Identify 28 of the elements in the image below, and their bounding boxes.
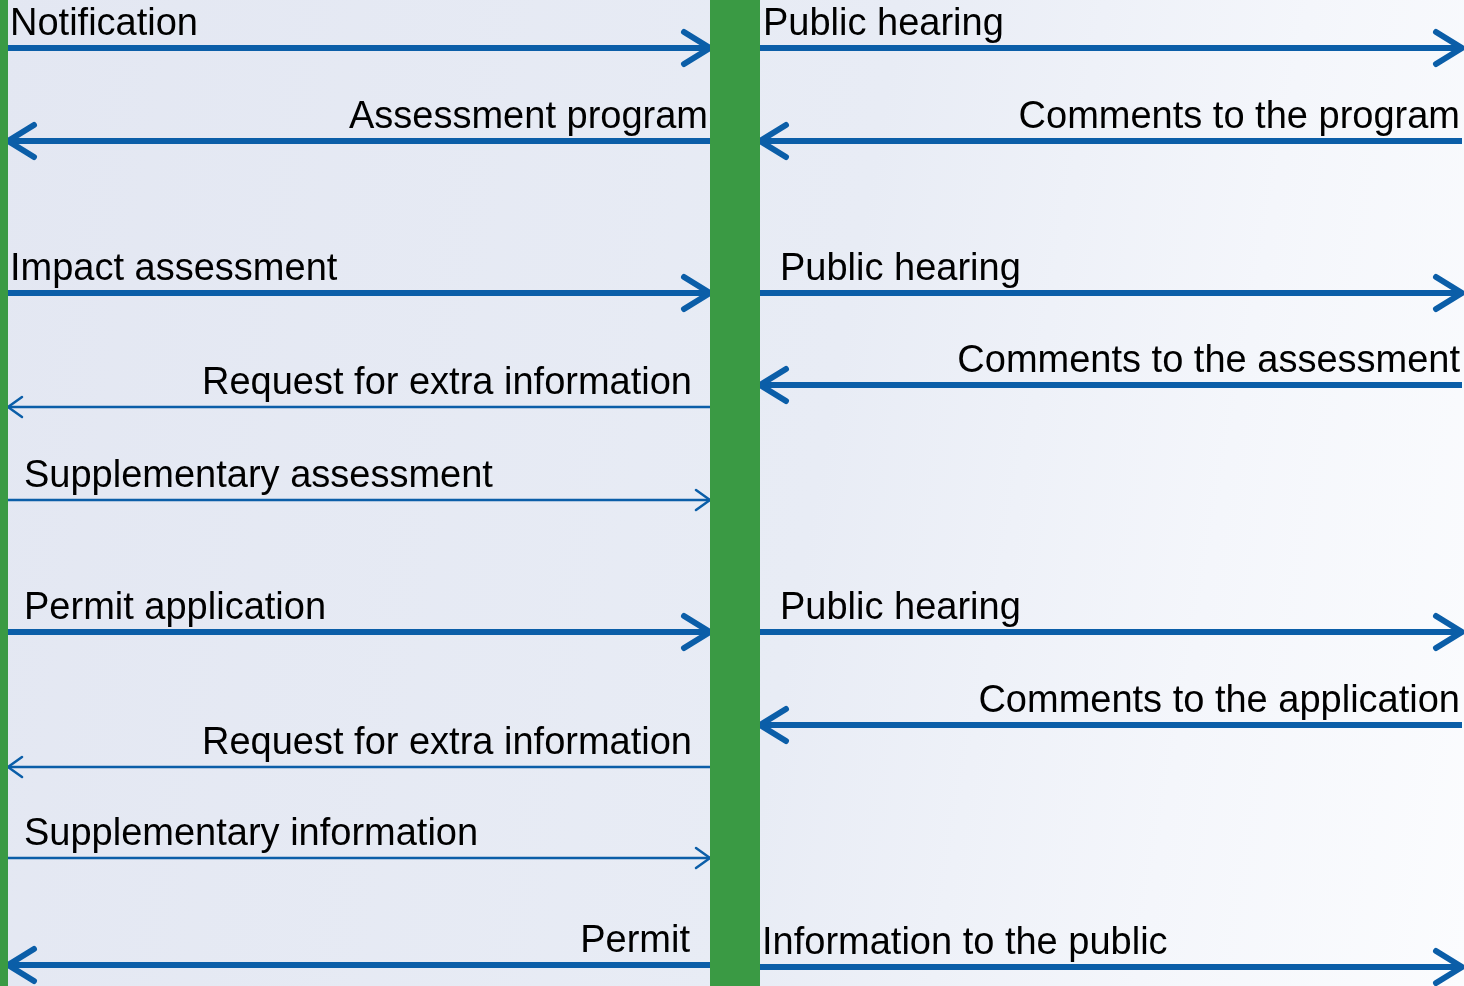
edge-label: Request for extra information bbox=[202, 359, 692, 403]
edge-label: Information to the public bbox=[762, 919, 1168, 963]
arrow bbox=[8, 488, 712, 512]
lifeline-bar bbox=[0, 0, 8, 986]
edge-label: Comments to the program bbox=[1018, 93, 1460, 137]
arrow bbox=[760, 29, 1464, 67]
arrow bbox=[5, 122, 710, 160]
edge-label: Request for extra information bbox=[202, 719, 692, 763]
arrow bbox=[760, 613, 1464, 651]
edge-label: Permit application bbox=[24, 584, 327, 628]
edge-label: Public hearing bbox=[763, 0, 1004, 44]
edge-label: Supplementary information bbox=[24, 810, 479, 854]
edge-label: Assessment program bbox=[349, 93, 708, 137]
edge-label: Public hearing bbox=[780, 245, 1021, 289]
arrow bbox=[760, 274, 1464, 312]
edge-label: Notification bbox=[10, 0, 198, 44]
arrow bbox=[8, 846, 712, 870]
arrow bbox=[5, 946, 710, 984]
arrow bbox=[6, 395, 710, 419]
edge-label: Impact assessment bbox=[10, 245, 338, 289]
edge-label: Public hearing bbox=[780, 584, 1021, 628]
lifeline-bar bbox=[710, 0, 760, 986]
arrow bbox=[6, 755, 710, 779]
edge-label: Supplementary assessment bbox=[24, 452, 493, 496]
edge-label: Comments to the assessment bbox=[957, 337, 1460, 381]
edge-label: Permit bbox=[580, 917, 690, 961]
arrow bbox=[760, 948, 1464, 986]
edge-label: Comments to the application bbox=[978, 677, 1460, 721]
